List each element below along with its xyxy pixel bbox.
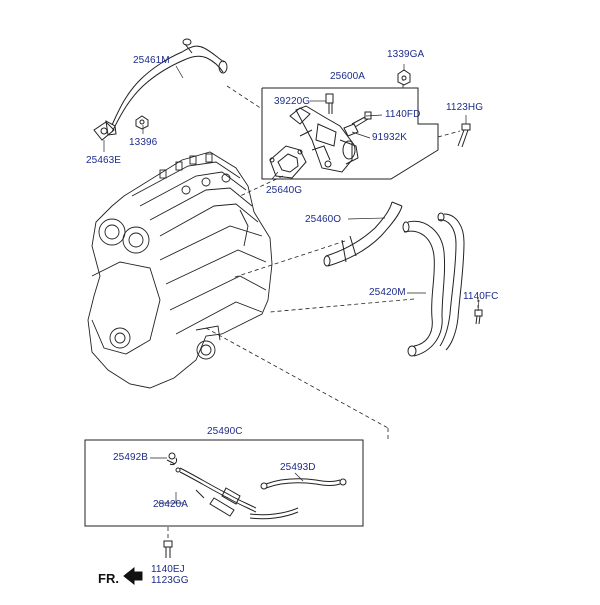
nut-13396 bbox=[135, 115, 149, 130]
label-39220G: 39220G bbox=[274, 96, 311, 107]
label-1123HG: 1123HG bbox=[446, 102, 484, 113]
front-arrow-icon bbox=[123, 566, 143, 586]
hose-25420M bbox=[402, 212, 465, 357]
label-13396: 13396 bbox=[129, 137, 158, 148]
bolt-1140FC bbox=[474, 309, 483, 325]
label-1123GG: 1123GG bbox=[151, 575, 189, 586]
label-91932K: 91932K bbox=[372, 132, 408, 143]
thermostat-housing-25600A bbox=[289, 105, 359, 173]
bolt-1123HG bbox=[457, 123, 471, 148]
bypass-group-box bbox=[84, 439, 364, 527]
pipe-28420A bbox=[175, 467, 299, 520]
label-25493D: 25493D bbox=[280, 462, 316, 473]
gasket-25463E bbox=[93, 121, 115, 141]
bypass-hose-25493D bbox=[260, 478, 347, 490]
gasket-25640G bbox=[269, 145, 307, 179]
bolt-1140FD bbox=[351, 111, 372, 128]
label-leaders bbox=[103, 64, 480, 504]
label-25640G: 25640G bbox=[266, 185, 303, 196]
hose-25460O bbox=[323, 201, 403, 267]
clip-25492B bbox=[166, 452, 177, 465]
label-25492B: 25492B bbox=[113, 452, 149, 463]
dashed-leaders bbox=[167, 80, 479, 541]
label-25463E: 25463E bbox=[86, 155, 122, 166]
front-direction-label: FR. bbox=[98, 571, 119, 586]
bolt-1140EJ bbox=[163, 540, 173, 558]
label-1140FD: 1140FD bbox=[385, 109, 421, 120]
coolant-pipe-25461M bbox=[105, 38, 228, 136]
engine-block bbox=[87, 151, 273, 389]
label-28420A: 28420A bbox=[153, 499, 189, 510]
nut-1339GA bbox=[397, 69, 411, 86]
label-25420M: 25420M bbox=[369, 287, 406, 298]
clip-91932K bbox=[343, 123, 359, 137]
label-1140FC: 1140FC bbox=[463, 291, 499, 302]
label-25461M: 25461M bbox=[133, 55, 170, 66]
label-25600A: 25600A bbox=[330, 71, 366, 82]
label-25460O: 25460O bbox=[305, 214, 342, 225]
label-1140EJ: 1140EJ bbox=[151, 564, 185, 575]
sensor-39220G bbox=[325, 93, 334, 114]
label-25490C: 25490C bbox=[207, 426, 243, 437]
label-1339GA: 1339GA bbox=[387, 49, 425, 60]
